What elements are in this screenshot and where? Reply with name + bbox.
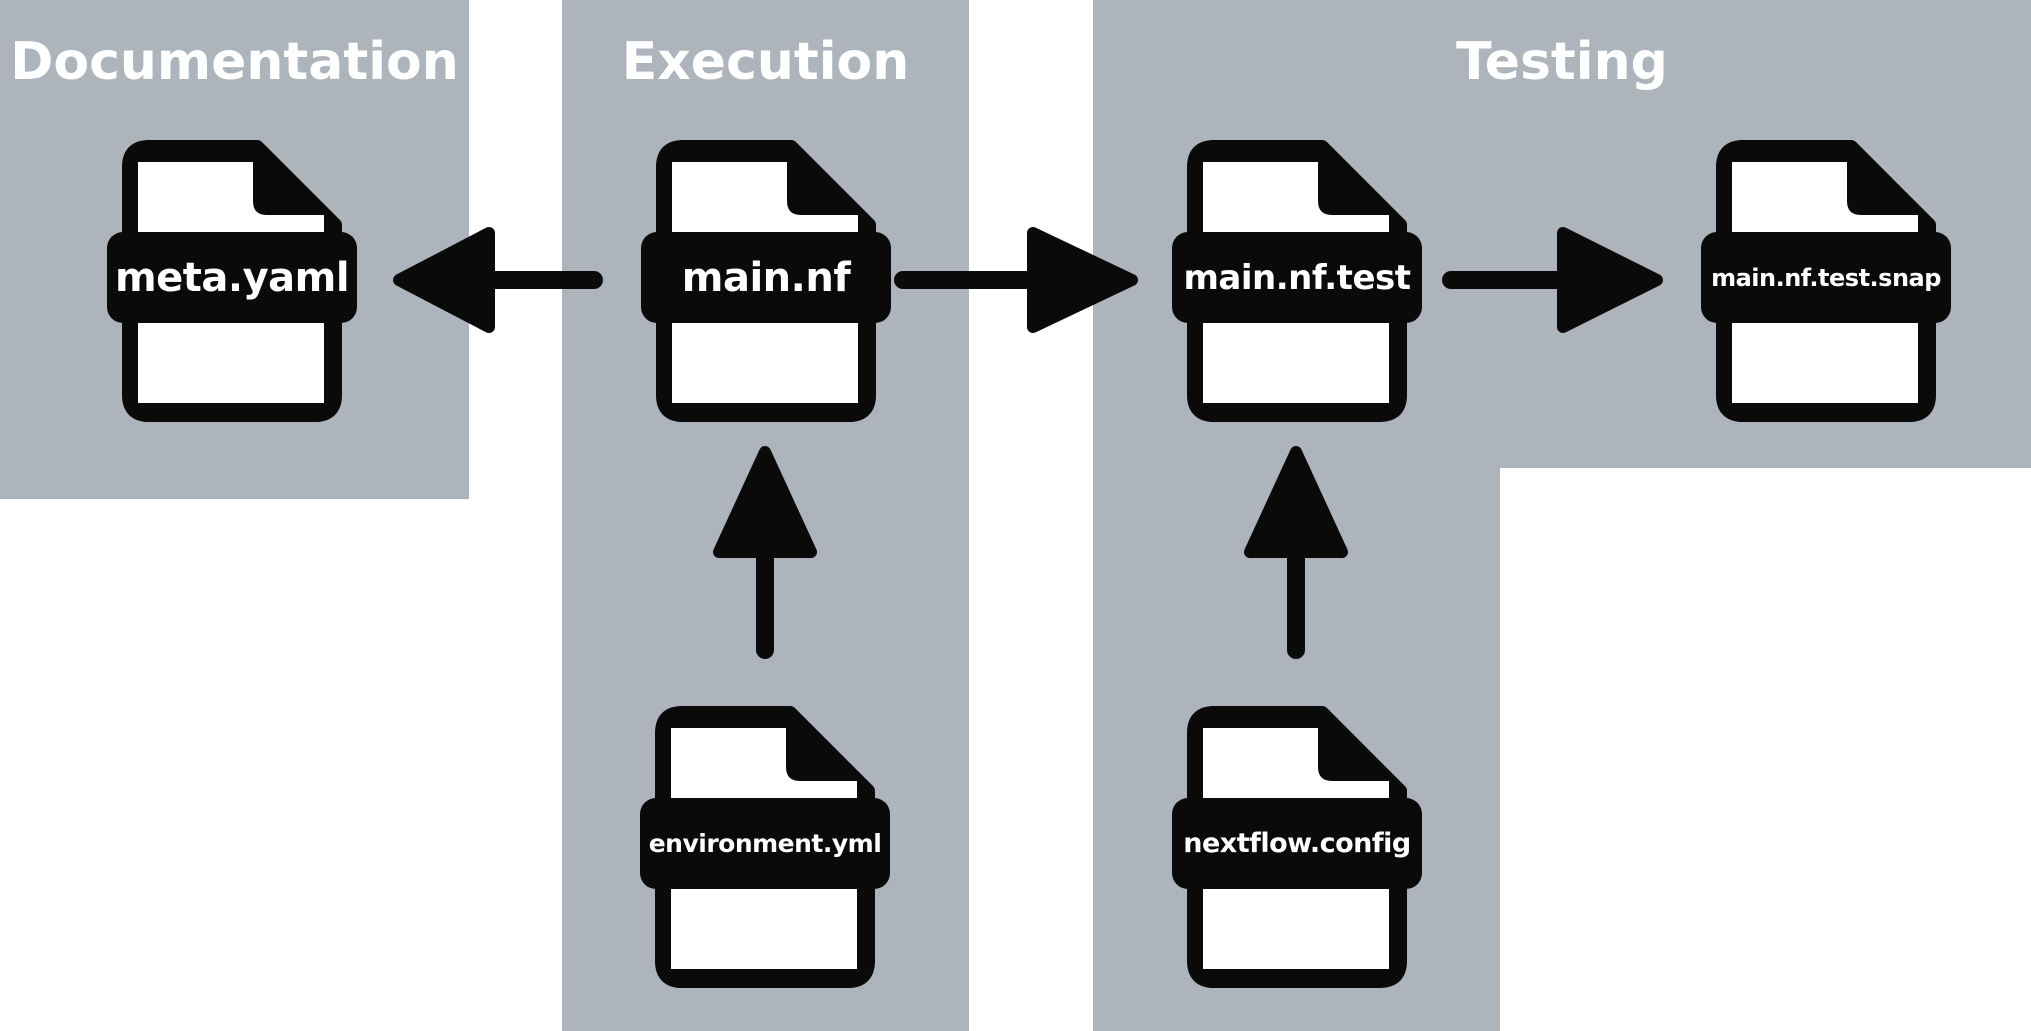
section-title-execution: Execution xyxy=(621,32,910,92)
file-environment-yml: environment.yml xyxy=(640,703,890,993)
file-label: nextflow.config xyxy=(1183,828,1411,859)
file-icon xyxy=(1701,140,1951,422)
file-icon xyxy=(1172,140,1422,422)
arrow-main-nf-to-main-nf-test xyxy=(894,227,1138,333)
file-label: main.nf xyxy=(681,254,851,301)
arrow-main-nf-test-to-main-nf-test-snap xyxy=(1442,227,1663,333)
file-icon xyxy=(107,140,357,422)
file-icon xyxy=(640,706,890,988)
file-label: meta.yaml xyxy=(114,254,350,301)
file-nextflow-config: nextflow.config xyxy=(1172,703,1422,993)
file-main-nf-test-snap: main.nf.test.snap xyxy=(1701,137,1951,427)
section-title-documentation: Documentation xyxy=(10,32,459,92)
file-label: main.nf.test xyxy=(1183,257,1411,298)
file-main-nf-test: main.nf.test xyxy=(1172,137,1422,427)
file-meta-yaml: meta.yaml xyxy=(107,137,357,427)
arrow-environment-yml-to-main-nf xyxy=(713,446,817,659)
file-label: environment.yml xyxy=(648,829,882,858)
file-icon xyxy=(641,140,891,422)
arrow-main-nf-to-meta-yaml xyxy=(393,227,603,333)
section-title-testing: Testing xyxy=(1456,32,1668,92)
file-main-nf: main.nf xyxy=(641,137,891,427)
file-icon xyxy=(1172,706,1422,988)
arrow-nextflow-config-to-main-nf-test xyxy=(1244,446,1348,659)
file-label: main.nf.test.snap xyxy=(1711,263,1941,292)
